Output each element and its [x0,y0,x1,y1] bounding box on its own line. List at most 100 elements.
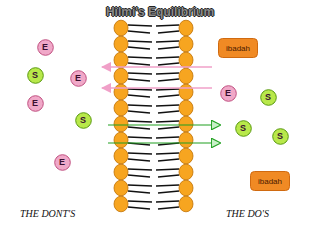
lipid-tail [158,63,179,65]
lipid-head [114,196,128,212]
box-label: ibadah [258,177,282,186]
lipid-tail [128,153,152,154]
lipid-tail [128,169,152,170]
particle-circle: S [75,112,92,129]
lipid-tail [128,105,152,106]
lipid-tail [156,25,179,26]
lipid-head [179,20,193,36]
particle-letter: E [59,157,65,167]
lipid-tail [156,73,179,74]
particle-letter: S [32,70,38,80]
particle-circle: E [54,154,71,171]
lipid-head [179,180,193,196]
particle-circle: S [272,128,289,145]
lipid-head [179,164,193,180]
particle-letter: S [240,123,246,133]
lipid-head [114,100,128,116]
outflow-arrow [102,66,212,68]
lipid-tail [128,79,150,81]
lipid-tail [128,41,152,42]
particle-circle: E [70,70,87,87]
lipid-tail [128,185,152,186]
lipid-head [114,116,128,132]
circle-outline [220,85,236,101]
lipid-tail [156,137,179,138]
lipid-head [179,68,193,84]
particle-circle: S [235,120,252,137]
lipid-tail [128,63,150,65]
circle-outline [235,120,251,136]
lipid-tail [128,191,150,193]
lipid-head [114,68,128,84]
particle-letter: E [32,98,38,108]
lipid-tail [128,57,152,58]
particle-circle: S [260,89,277,106]
lipid-tail [156,57,179,58]
lipid-tail [158,159,179,161]
particle-letter: E [225,88,231,98]
lipid-tail [158,79,179,81]
circle-outline [27,95,43,111]
particle-letter: S [80,115,86,125]
lipid-head [179,132,193,148]
box-outline [219,39,258,58]
lipid-head [179,84,193,100]
particle-circle: E [220,85,237,102]
lipid-tail [128,95,150,97]
lipid-head [114,164,128,180]
box-label: ibadah [226,44,250,53]
lipid-tail [156,153,179,154]
lipid-tail [158,31,179,33]
phospholipid-bilayer [114,20,193,212]
lipid-head [114,52,128,68]
lipid-tail [128,121,152,122]
lipid-tail [156,89,179,90]
box-outline [251,172,290,191]
lipid-tail [156,121,179,122]
lipid-tail [128,111,150,113]
lipid-tail [156,201,179,202]
circle-outline [70,70,86,86]
lipid-head [179,100,193,116]
ibadah-box: ibadah [218,38,258,58]
lipid-tail [128,31,150,33]
circle-outline [37,39,53,55]
lipid-tail [156,169,179,170]
particle-circle: E [27,95,44,112]
lipid-tail [128,207,150,209]
lipid-tail [156,41,179,42]
circle-outline [75,112,91,128]
circle-outline [54,154,70,170]
inflow-arrow [108,124,220,125]
lipid-tail [158,175,179,177]
lipid-tail [158,191,179,193]
lipid-tail [158,95,179,97]
particle-letter: S [265,92,271,102]
lipid-head [179,148,193,164]
lipid-head [179,196,193,212]
lipid-tail [128,127,150,129]
lipid-tail [158,111,179,113]
circle-outline [27,67,43,83]
lipid-head [114,148,128,164]
lipid-tail [128,137,152,138]
diagram-title: Hilmi's Equilibrium [0,5,320,19]
lipid-head [179,116,193,132]
lipid-head [114,180,128,196]
lipid-tail [128,89,152,90]
lipid-tail [156,185,179,186]
lipid-head [114,84,128,100]
outflow-arrow [102,87,212,89]
particle-circle: E [37,39,54,56]
ibadah-box: ibadah [250,171,290,191]
particle-circle: S [27,67,44,84]
transport-arrows [102,67,220,143]
particle-letter: S [277,131,283,141]
side-caption: THE DO'S [226,208,269,219]
circle-outline [260,89,276,105]
side-caption: THE DONT'S [20,208,75,219]
lipid-tail [158,127,179,129]
lipid-tail [156,105,179,106]
